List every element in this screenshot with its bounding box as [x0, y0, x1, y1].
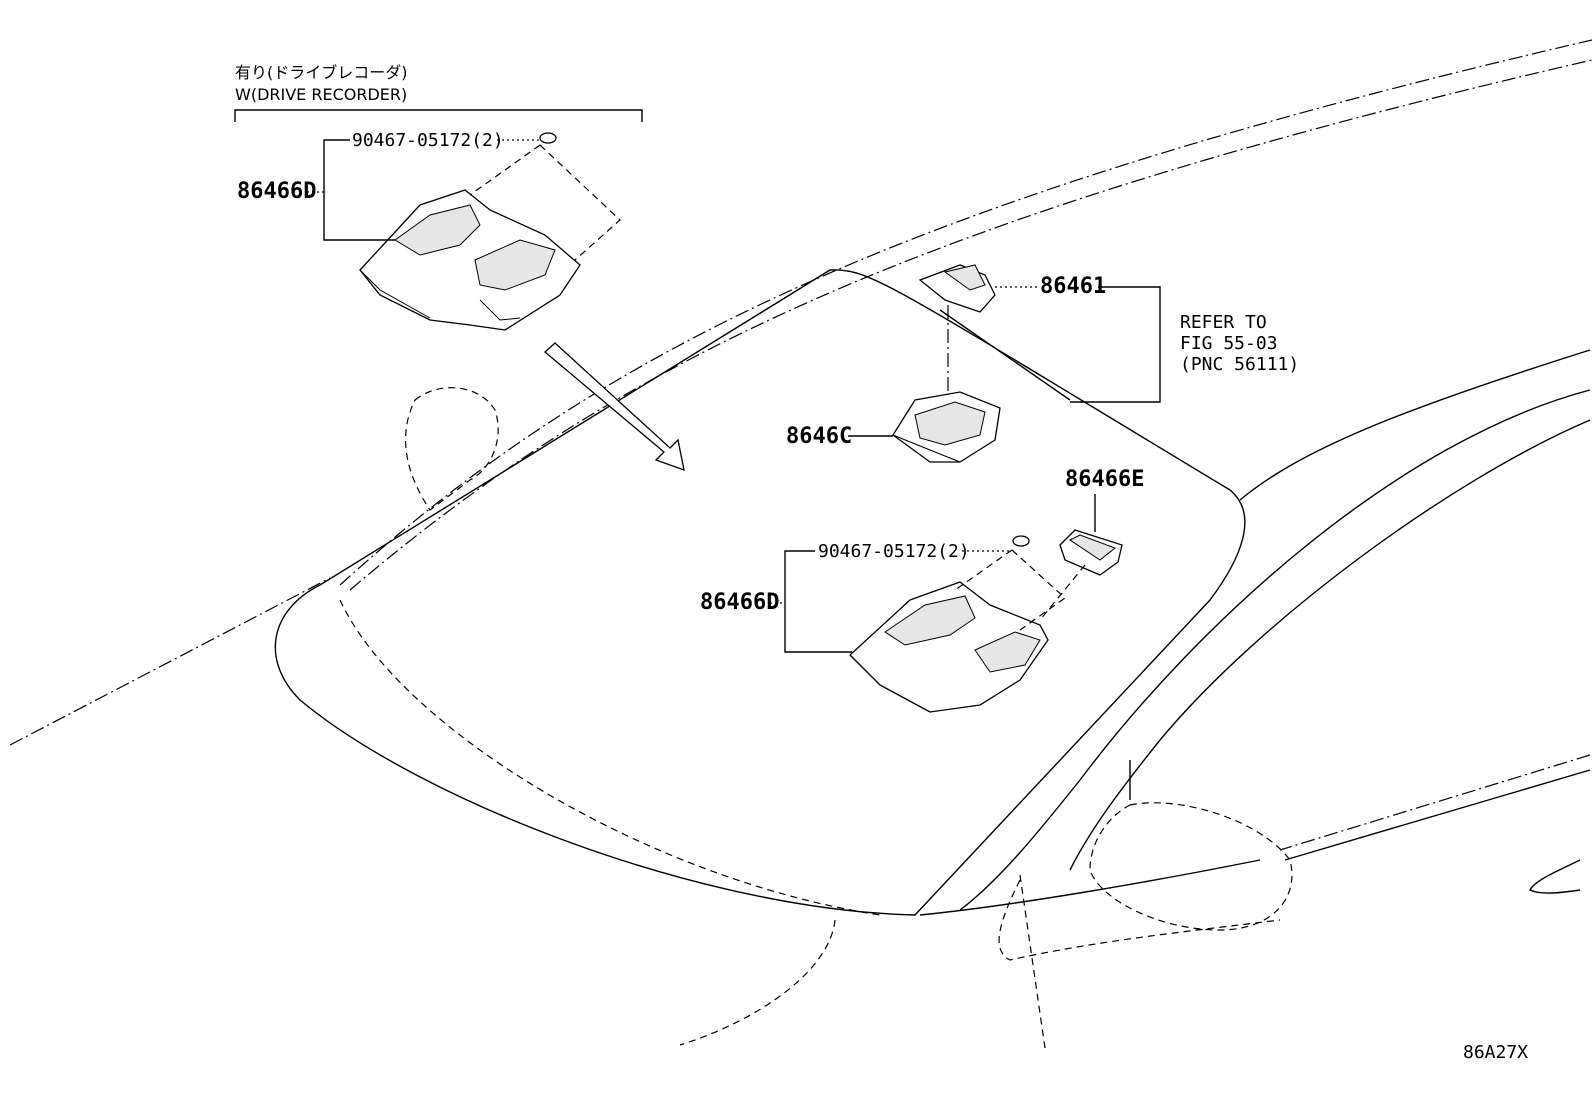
- drive-recorder-group: 有り(ドライブレコーダ) W(DRIVE RECORDER): [234, 63, 643, 122]
- refer-line-2: FIG 55-03: [1180, 333, 1278, 354]
- mirror-cover-part: [918, 264, 996, 313]
- part-86461-label: 86461: [1040, 274, 1106, 299]
- drive-recorder-en-label: W(DRIVE RECORDER): [235, 85, 407, 104]
- callout-bolt-top: 90467-05172(2): [323, 130, 540, 241]
- part-8646c-label: 8646C: [786, 424, 852, 449]
- bolt-top-label: 90467-05172(2): [352, 130, 504, 151]
- cover-top-label: 86466D: [237, 179, 316, 204]
- bolt-bottom-label: 90467-05172(2): [818, 541, 970, 562]
- refer-note: REFER TO FIG 55-03 (PNC 56111): [1180, 312, 1299, 375]
- callout-8646c: 8646C: [786, 424, 893, 449]
- part-86466e-label: 86466E: [1065, 467, 1144, 492]
- cover-upper-part: [359, 132, 621, 331]
- callout-bolt-bottom: 90467-05172(2): [784, 541, 1012, 653]
- refer-line-3: (PNC 56111): [1180, 354, 1299, 375]
- location-arrow: [544, 342, 685, 471]
- cover-86466e-part: [1059, 529, 1123, 576]
- bracket-8646c-part: [892, 391, 1001, 463]
- refer-line-1: REFER TO: [1180, 312, 1267, 333]
- cover-bottom-label: 86466D: [700, 590, 779, 615]
- callout-86461: 86461: [947, 274, 1161, 403]
- vehicle-outline: [9, 39, 1592, 1049]
- cover-lower-part: [849, 535, 1066, 713]
- callout-86466e: 86466E: [1039, 467, 1144, 621]
- callout-cover-bottom: 86466D: [700, 590, 785, 615]
- drive-recorder-jp-label: 有り(ドライブレコーダ): [235, 63, 408, 82]
- callout-cover-top: 86466D: [237, 179, 324, 204]
- figure-code: 86A27X: [1463, 1042, 1528, 1063]
